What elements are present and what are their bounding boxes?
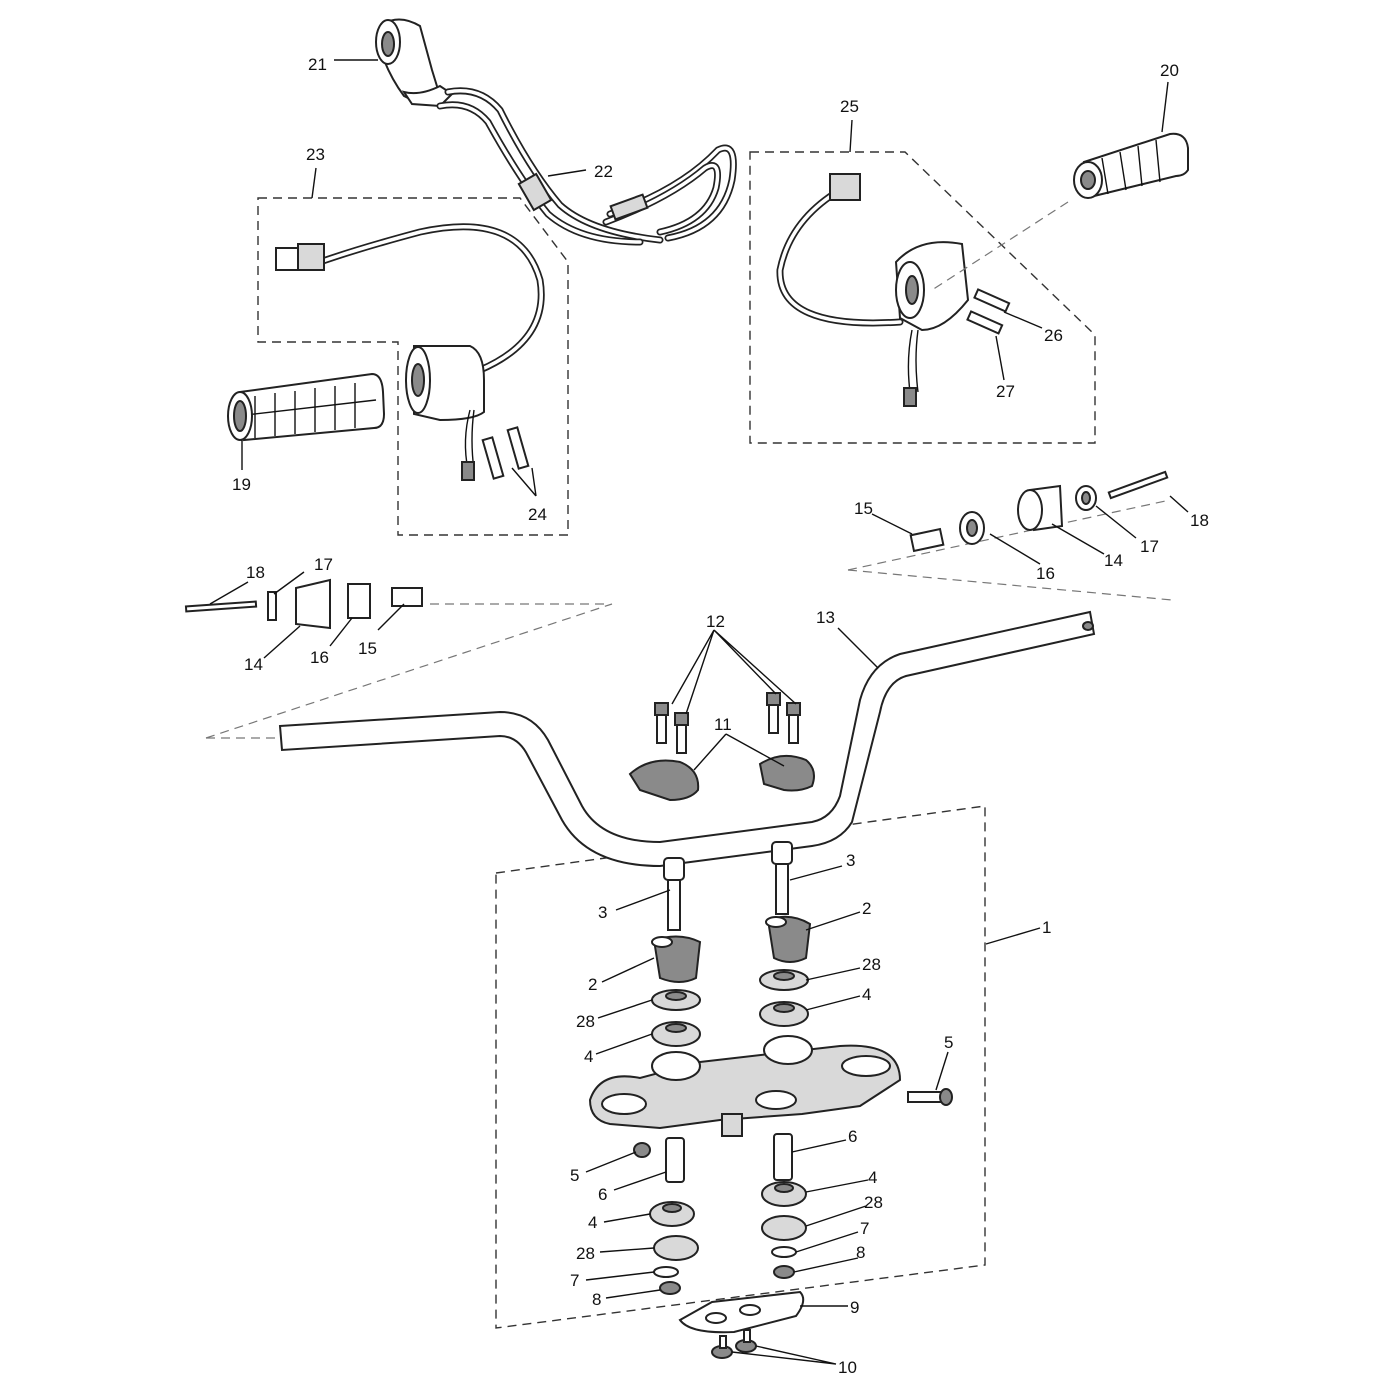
left-bar-end-set <box>184 578 610 630</box>
callout-10: 10 <box>838 1358 857 1377</box>
callout-14: 14 <box>244 655 263 674</box>
callout-6: 6 <box>848 1127 857 1146</box>
callout-19: 19 <box>232 475 251 494</box>
callout-17: 17 <box>314 555 333 574</box>
left-switch-screws <box>481 426 530 480</box>
risers-2 <box>651 915 812 983</box>
callout-8: 8 <box>856 1243 865 1262</box>
left-grip <box>227 372 386 442</box>
callout-23: 23 <box>306 145 325 164</box>
group-box-switch-right <box>749 151 1096 444</box>
callout-12: 12 <box>706 612 725 631</box>
yoke-screws-5 <box>633 1088 953 1158</box>
group-box-switch-left <box>257 197 569 536</box>
callout-6: 6 <box>598 1185 607 1204</box>
callout-5: 5 <box>570 1166 579 1185</box>
callout-14: 14 <box>1104 551 1123 570</box>
lower-bushes <box>649 1181 807 1261</box>
callout-16: 16 <box>1036 564 1055 583</box>
top-yoke <box>588 1035 902 1137</box>
right-grip <box>931 132 1189 291</box>
washers-nuts <box>653 1246 797 1295</box>
callout-15: 15 <box>854 499 873 518</box>
callout-13: 13 <box>816 608 835 627</box>
handlebar <box>205 603 1096 868</box>
callout-17: 17 <box>1140 537 1159 556</box>
right-bar-end-set <box>847 470 1173 601</box>
upper-bushes <box>651 969 809 1047</box>
callout-1: 1 <box>1042 918 1051 937</box>
callout-7: 7 <box>570 1271 579 1290</box>
cover-plate-9 <box>678 1290 805 1334</box>
clamp-bolts <box>654 692 801 754</box>
callout-4: 4 <box>588 1213 597 1232</box>
callout-2: 2 <box>862 899 871 918</box>
callout-3: 3 <box>598 903 607 922</box>
group-box-yoke-assembly <box>495 805 986 1329</box>
leader-lines <box>209 59 1189 1365</box>
callout-22: 22 <box>594 162 613 181</box>
callout-3: 3 <box>846 851 855 870</box>
right-switch-harness <box>776 173 904 327</box>
callout-16: 16 <box>310 648 329 667</box>
callout-8: 8 <box>592 1290 601 1309</box>
callout-28: 28 <box>576 1244 595 1263</box>
left-switch-harness <box>275 223 545 374</box>
left-switch-housing <box>405 345 485 481</box>
callout-18: 18 <box>1190 511 1209 530</box>
riser-bolts-3 <box>663 841 793 931</box>
callout-26: 26 <box>1044 326 1063 345</box>
callout-15: 15 <box>358 639 377 658</box>
callout-18: 18 <box>246 563 265 582</box>
callout-24: 24 <box>528 505 547 524</box>
callout-25: 25 <box>840 97 859 116</box>
callout-4: 4 <box>868 1168 877 1187</box>
throttle-housing <box>375 18 454 108</box>
callout-labels: 1 2 2 3 3 4 4 4 4 5 5 6 6 7 7 8 8 9 10 1… <box>232 55 1209 1377</box>
callout-5: 5 <box>944 1033 953 1052</box>
callout-4: 4 <box>862 985 871 1004</box>
callout-11: 11 <box>714 715 732 734</box>
callout-28: 28 <box>576 1012 595 1031</box>
callout-27: 27 <box>996 382 1015 401</box>
callout-4: 4 <box>584 1047 593 1066</box>
callout-9: 9 <box>850 1298 859 1317</box>
callout-21: 21 <box>308 55 327 74</box>
handlebar-clamps <box>628 754 815 802</box>
callout-2: 2 <box>588 975 597 994</box>
callout-28: 28 <box>862 955 881 974</box>
callout-7: 7 <box>860 1219 869 1238</box>
callout-20: 20 <box>1160 61 1179 80</box>
callout-28: 28 <box>864 1193 883 1212</box>
right-switch-housing <box>894 241 970 407</box>
spacers-6 <box>665 1133 793 1183</box>
right-switch-screws <box>966 288 1011 335</box>
throttle-cables <box>436 87 737 246</box>
